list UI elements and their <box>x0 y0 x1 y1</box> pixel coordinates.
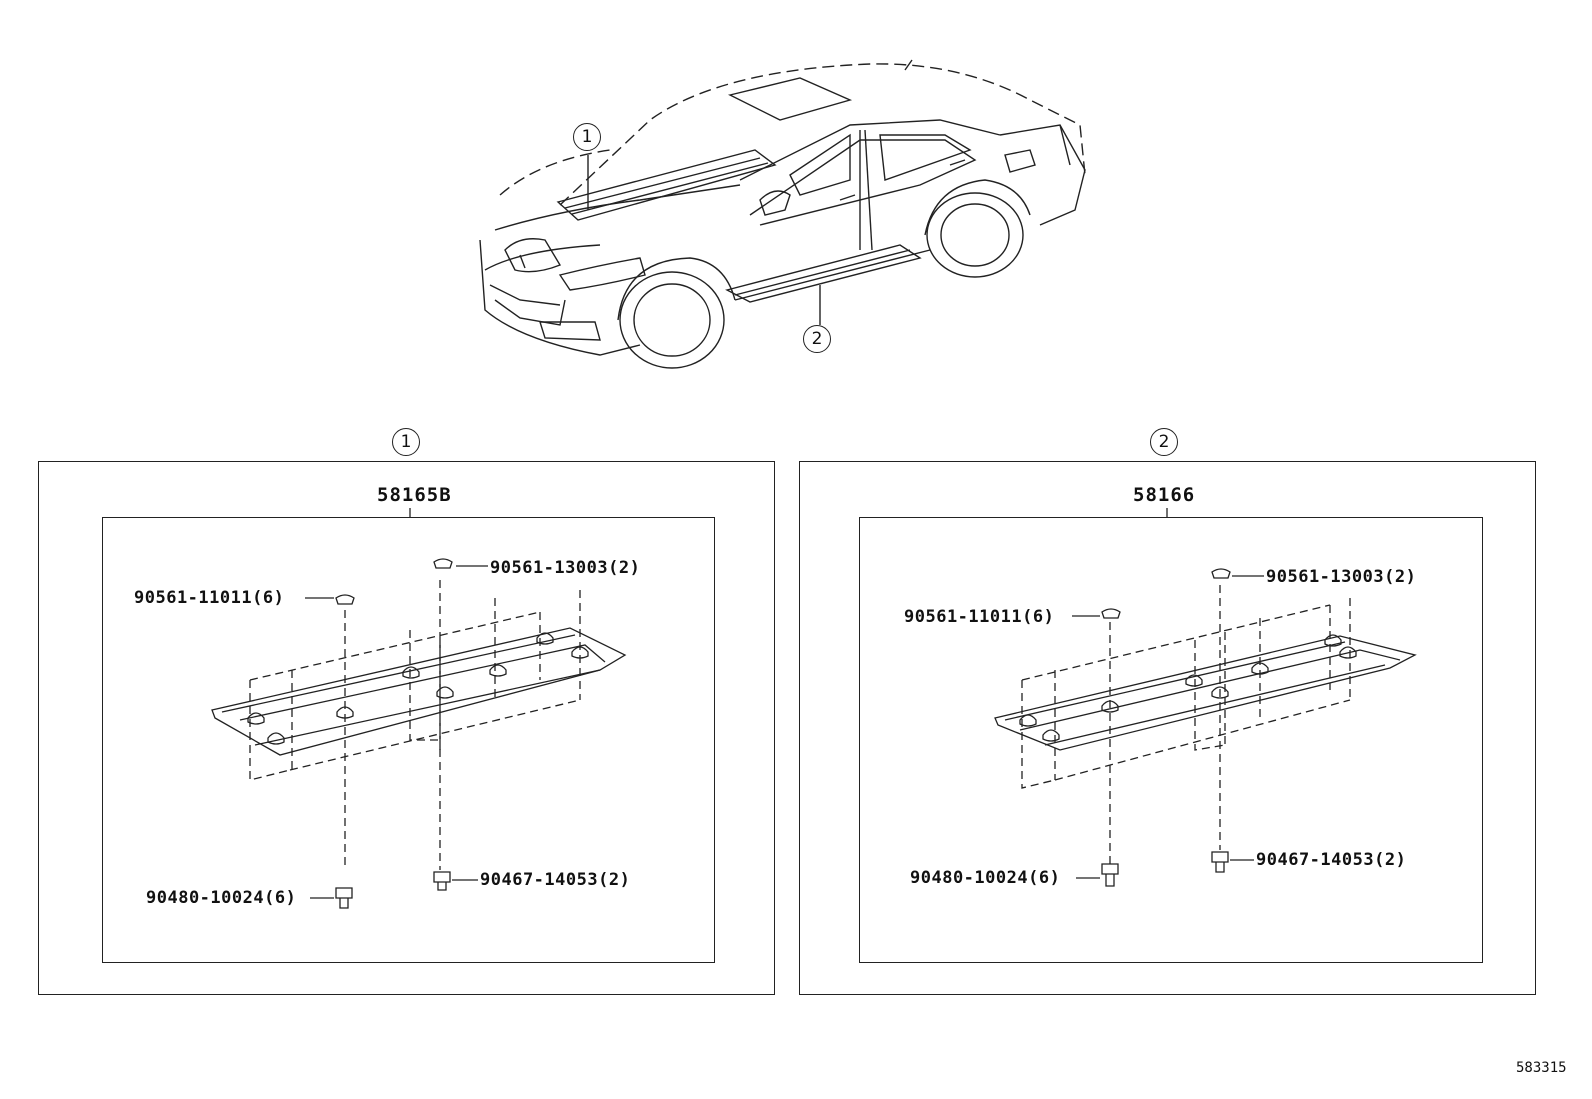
panel1-part-clip-large: 90561-13003(2) <box>490 558 640 578</box>
part-number: 90480-10024 <box>910 868 1029 888</box>
car-callout-2: 2 <box>803 325 831 353</box>
diagram-reference-number: 583315 <box>1516 1060 1567 1076</box>
car-callout-1: 1 <box>573 123 601 151</box>
part-qty: (2) <box>608 558 641 578</box>
panel1-assembly-number: 58165B <box>377 484 452 506</box>
part-qty: (2) <box>1374 850 1407 870</box>
part-number: 90467-14053 <box>1256 850 1375 870</box>
panel2-part-bolt-small: 90480-10024(6) <box>910 868 1060 888</box>
panel1-inner-frame <box>102 517 715 963</box>
panel1-frame <box>38 461 775 995</box>
panel2-frame <box>799 461 1536 995</box>
part-number: 90467-14053 <box>480 870 599 890</box>
part-qty: (6) <box>264 888 297 908</box>
part-number: 90480-10024 <box>146 888 265 908</box>
panel1-part-clip-small: 90561-11011(6) <box>134 588 284 608</box>
part-number: 90561-11011 <box>904 607 1023 627</box>
part-qty: (2) <box>1384 567 1417 587</box>
panel1-part-bolt-large: 90467-14053(2) <box>480 870 630 890</box>
panel2-part-clip-small: 90561-11011(6) <box>904 607 1054 627</box>
part-number: 90561-13003 <box>1266 567 1385 587</box>
part-qty: (6) <box>1028 868 1061 888</box>
panel2-part-clip-large: 90561-13003(2) <box>1266 567 1416 587</box>
part-qty: (6) <box>252 588 285 608</box>
part-qty: (2) <box>598 870 631 890</box>
panel2-index: 2 <box>1150 428 1178 456</box>
panel1-part-bolt-small: 90480-10024(6) <box>146 888 296 908</box>
part-qty: (6) <box>1022 607 1055 627</box>
panel2-inner-frame <box>859 517 1483 963</box>
part-number: 90561-11011 <box>134 588 253 608</box>
panel2-assembly-number: 58166 <box>1133 484 1196 506</box>
part-number: 90561-13003 <box>490 558 609 578</box>
panel1-index: 1 <box>392 428 420 456</box>
panel2-part-bolt-large: 90467-14053(2) <box>1256 850 1406 870</box>
